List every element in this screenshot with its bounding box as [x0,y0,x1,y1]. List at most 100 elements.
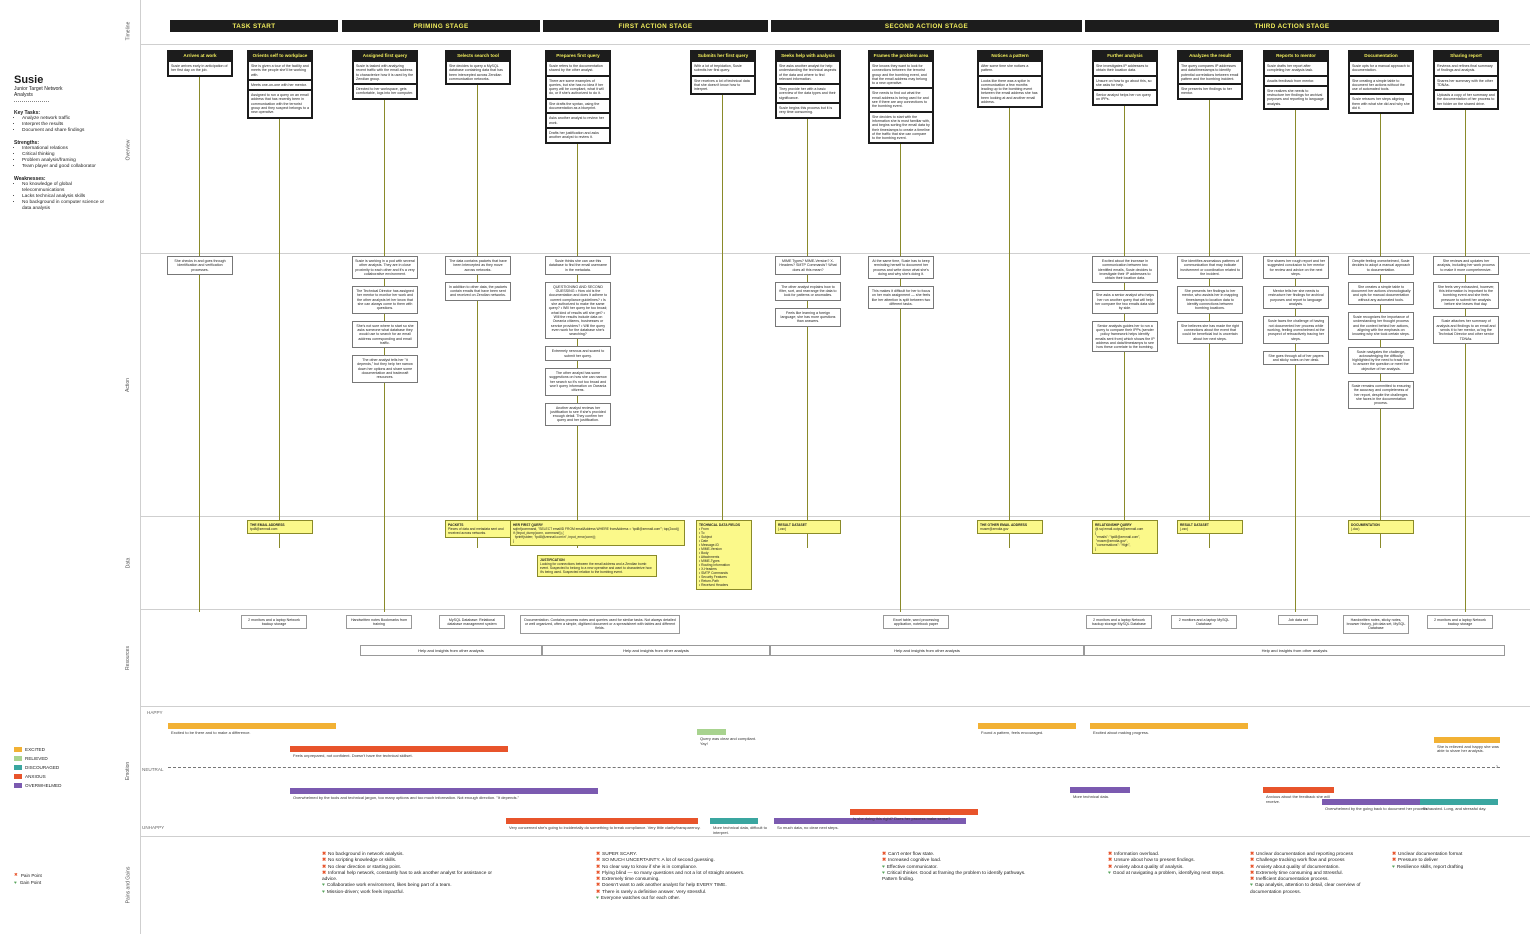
step-actions: Susie thinks she can use this database t… [545,256,611,433]
pain-icon: ✖ [882,852,887,857]
step-connector [279,70,280,548]
step-actions: Excited about the increase in communicat… [1092,256,1158,359]
pains-gains-text: Information overload. [1114,852,1160,857]
emotion-annotation: Overwhelmed by the going back to documen… [1325,806,1429,812]
step-title: Frames the problem area [873,53,929,58]
emotion-legend-item: ANXIOUS [14,774,46,779]
pains-gains-text: Pressure to deliver [1398,858,1439,864]
action-card: Despite feeling overwhelmed, Susie decid… [1348,256,1414,275]
action-card: Mentor tells her she needs to restructur… [1263,286,1329,310]
step-title: Assigned first query [362,53,408,58]
key-tasks-list: Analyze network trafficInterpret the res… [14,116,110,134]
weaknesses-list: No knowledge of global telecommunication… [14,182,110,212]
lane-label-text: Emotion [125,761,131,781]
emotion-bar [290,745,508,752]
emotion-annotation: Overwhelmed by the tools and technical j… [293,795,520,801]
resource-note: 2 monitors and a laptop MySQL Database [1171,615,1237,630]
data-note: DOCUMENTATION(.doc) [1348,520,1414,534]
pain-icon: ✖ [1108,852,1113,857]
data-note-body: • From • To • Subject • Date • Message-I… [699,527,730,587]
emotion-bar [1070,787,1130,794]
legend-swatch [14,783,22,788]
pains-gains-item: ✖Unclear documentation and reporting pro… [1250,852,1390,858]
lane-label: Action [118,253,138,516]
pains-gains-text: Informal help network, constantly has to… [322,870,493,883]
action-card: She reviews and updates her analysis, in… [1433,256,1499,275]
pains-gains-item: ✖Flying blind — so many questions and no… [596,871,791,877]
step-title: Selects search tool [457,53,499,58]
data-note: TECHNICAL DATA FIELDS• From • To • Subje… [696,520,752,590]
action-card: Excited about the increase in communicat… [1092,256,1158,284]
pains-gains-item: ✖Anxiety about quality of documentation. [1250,865,1390,871]
legend-label: Pain Point [20,872,42,878]
pain-icon: ✖ [1250,864,1255,870]
pain-icon: ✖ [1250,870,1255,876]
step-actions: She checks in and goes through identific… [167,256,233,282]
action-card: Feels like learning a foreign language; … [775,307,841,327]
pains-gains-item: ✖Extremely time consuming and Stressful. [1250,871,1390,877]
lane-label-text: Timeline [125,21,131,40]
emotion-bar [1420,799,1498,806]
emotion-legend-item: DISCOURAGED [14,765,59,770]
pain-icon: ✖ [322,870,327,876]
stage-header: TASK START [170,20,338,32]
pains-gains-item: ✖No clear direction or starting point. [322,865,507,871]
emotion-bar [774,818,966,825]
pains-gains-text: Unsure about how to present findings. [1114,858,1195,864]
pain-icon: ✖ [882,858,887,864]
pains-gains-text: SO MUCH UNCERTAINTY. A lot of second gue… [602,858,715,864]
step-connector [199,70,200,612]
pains-gains-item: ♥Everyone watches out for each other. [596,896,791,902]
step-actions: She identifies anomalous patterns of com… [1177,256,1243,351]
step-title: Prepares first query [556,53,600,58]
data-note-body: (.csv) [1180,527,1189,531]
step-actions: Despite feeling overwhelmed, Susie decid… [1348,256,1414,416]
resource-note: 2 monitors and a laptop Network backup s… [1427,615,1493,630]
gain-icon: ♥ [14,880,17,885]
pains-gains-text: Anxiety about quality of documentation. [1256,864,1340,870]
emotion-neutral-label: NEUTRAL [142,767,164,772]
action-card: Extremely nervous and scared to submit h… [545,346,611,362]
action-card: Another analyst reviews her justificatio… [545,402,611,426]
resource-note: Documentation. Contains process notes an… [520,615,680,634]
step-overview-item: Shares her summary with the other TDNAs. [1435,76,1497,90]
legend-label: EXCITED [25,747,45,752]
step-overview-item: She asks another analyst for help unders… [777,62,839,84]
persona-list-item: Problem analysis/framing [22,158,110,164]
data-note-body: tpd8@zennail.com [250,527,278,531]
legend-swatch [14,747,22,752]
action-card: The other analyst has some suggestions o… [545,368,611,396]
lane-separator [140,836,1530,837]
data-note-title: HER FIRST QUERY [513,523,543,527]
resource-note: Handwritten notes, sticky notes, browser… [1343,615,1409,634]
pain-icon: ✖ [1392,858,1397,864]
gain-icon: ♥ [322,883,325,889]
gain-icon: ♥ [1108,870,1111,876]
action-card: The data contains packets that have been… [445,256,511,275]
pains-gains-text: Extremely time consuming. [602,877,660,883]
pains-gains-item: ✖SO MUCH UNCERTAINTY. A lot of second gu… [596,858,791,864]
lane-label-text: Overview [125,139,131,160]
step-overview-item: She knows they want to look for connecti… [870,62,932,88]
pains-gains-item: ✖No clear way to know if she is in compl… [596,865,791,871]
step-title: Seeks help with analysis [781,53,835,58]
step-overview-item: She needs to find out what the email add… [870,89,932,111]
emotion-annotation: Excited to be there and to make a differ… [171,730,251,736]
data-note: RELATIONSHIP QUERY@.sql email.output@zen… [1092,520,1158,554]
stage-header: PRIMING STAGE [342,20,540,32]
resource-note: Excel table, word processing application… [883,615,949,630]
legend-label: ANXIOUS [25,774,46,779]
